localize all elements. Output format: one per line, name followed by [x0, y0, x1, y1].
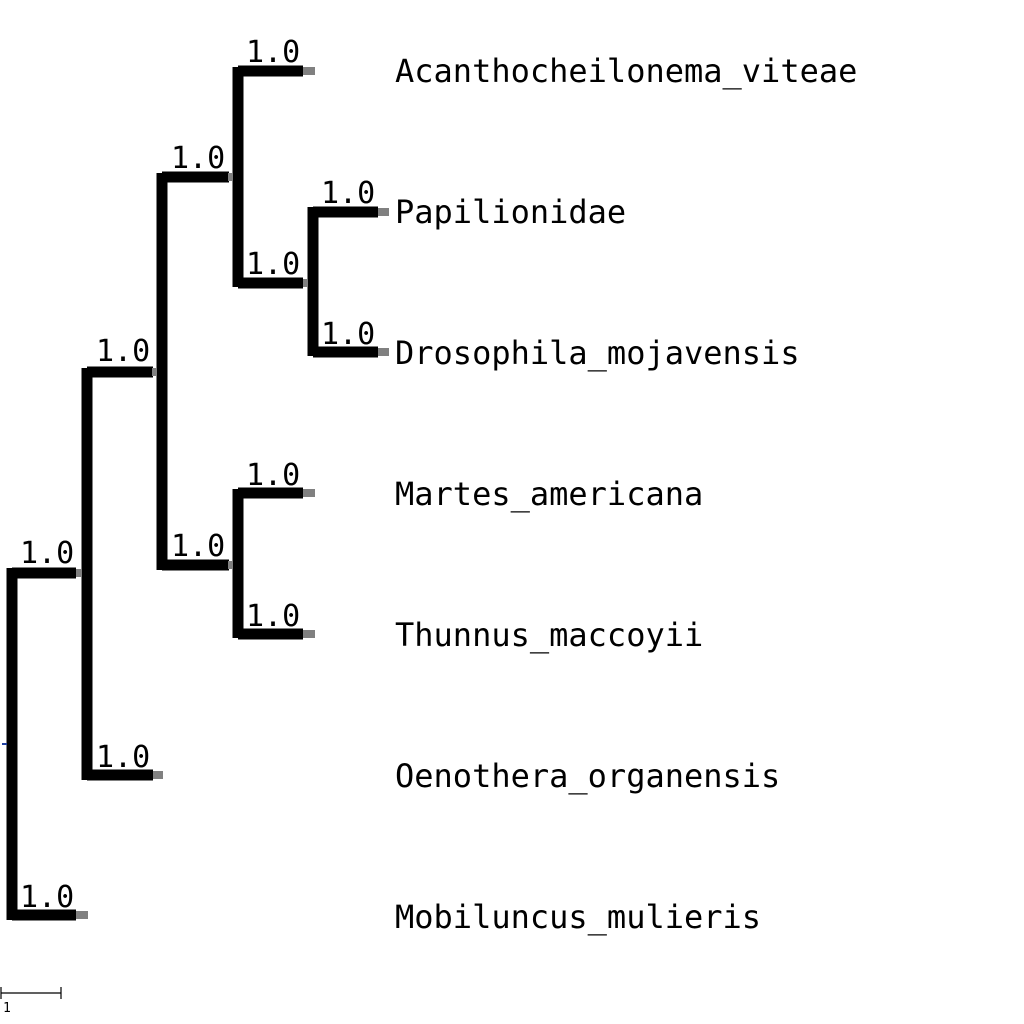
stub-node-c	[228, 173, 233, 181]
branch-end-stubs	[76, 67, 389, 919]
stub-mobiluncus	[76, 911, 88, 919]
taxon-label-papilionidae: Papilionidae	[395, 193, 626, 231]
stub-oenothera	[153, 771, 163, 779]
scale-bar-label: 1	[3, 1001, 11, 1016]
stub-martes	[303, 489, 315, 497]
tree-branches	[6, 65, 378, 921]
support-drosophila: 1.0	[321, 317, 375, 352]
stub-papilionidae	[378, 208, 389, 216]
stub-acanthocheilonema	[303, 67, 315, 75]
taxon-label-thunnus: Thunnus_maccoyii	[395, 616, 703, 654]
support-node-e: 1.0	[171, 529, 225, 564]
support-oenothera: 1.0	[96, 740, 150, 775]
support-labels: 1.0 1.0 1.0 1.0 1.0 1.0 1.0 1.0 1.0 1.0 …	[20, 35, 375, 915]
stub-node-e	[228, 561, 233, 569]
taxon-label-martes: Martes_americana	[395, 475, 703, 513]
support-thunnus: 1.0	[246, 599, 300, 634]
stub-node-d	[303, 279, 308, 287]
support-papilionidae: 1.0	[321, 176, 375, 211]
support-node-d: 1.0	[246, 247, 300, 282]
root-marker	[2, 743, 7, 745]
stub-node-b	[152, 368, 157, 376]
taxon-label-mobiluncus: Mobiluncus_mulieris	[395, 898, 761, 936]
taxon-label-oenothera: Oenothera_organensis	[395, 757, 780, 795]
taxon-label-drosophila: Drosophila_mojavensis	[395, 334, 800, 372]
support-node-c: 1.0	[171, 141, 225, 176]
stub-drosophila	[378, 348, 389, 356]
support-martes: 1.0	[246, 458, 300, 493]
support-acanthocheilonema: 1.0	[246, 35, 300, 70]
stub-node-a	[76, 569, 82, 577]
support-node-a: 1.0	[96, 334, 150, 369]
support-mobiluncus: 1.0	[20, 880, 74, 915]
taxon-label-acanthocheilonema: Acanthocheilonema_viteae	[395, 52, 857, 90]
support-root: 1.0	[20, 536, 74, 571]
stub-thunnus	[303, 630, 315, 638]
scale-bar	[0, 987, 62, 999]
taxon-labels: Acanthocheilonema_viteae Papilionidae Dr…	[395, 52, 857, 936]
